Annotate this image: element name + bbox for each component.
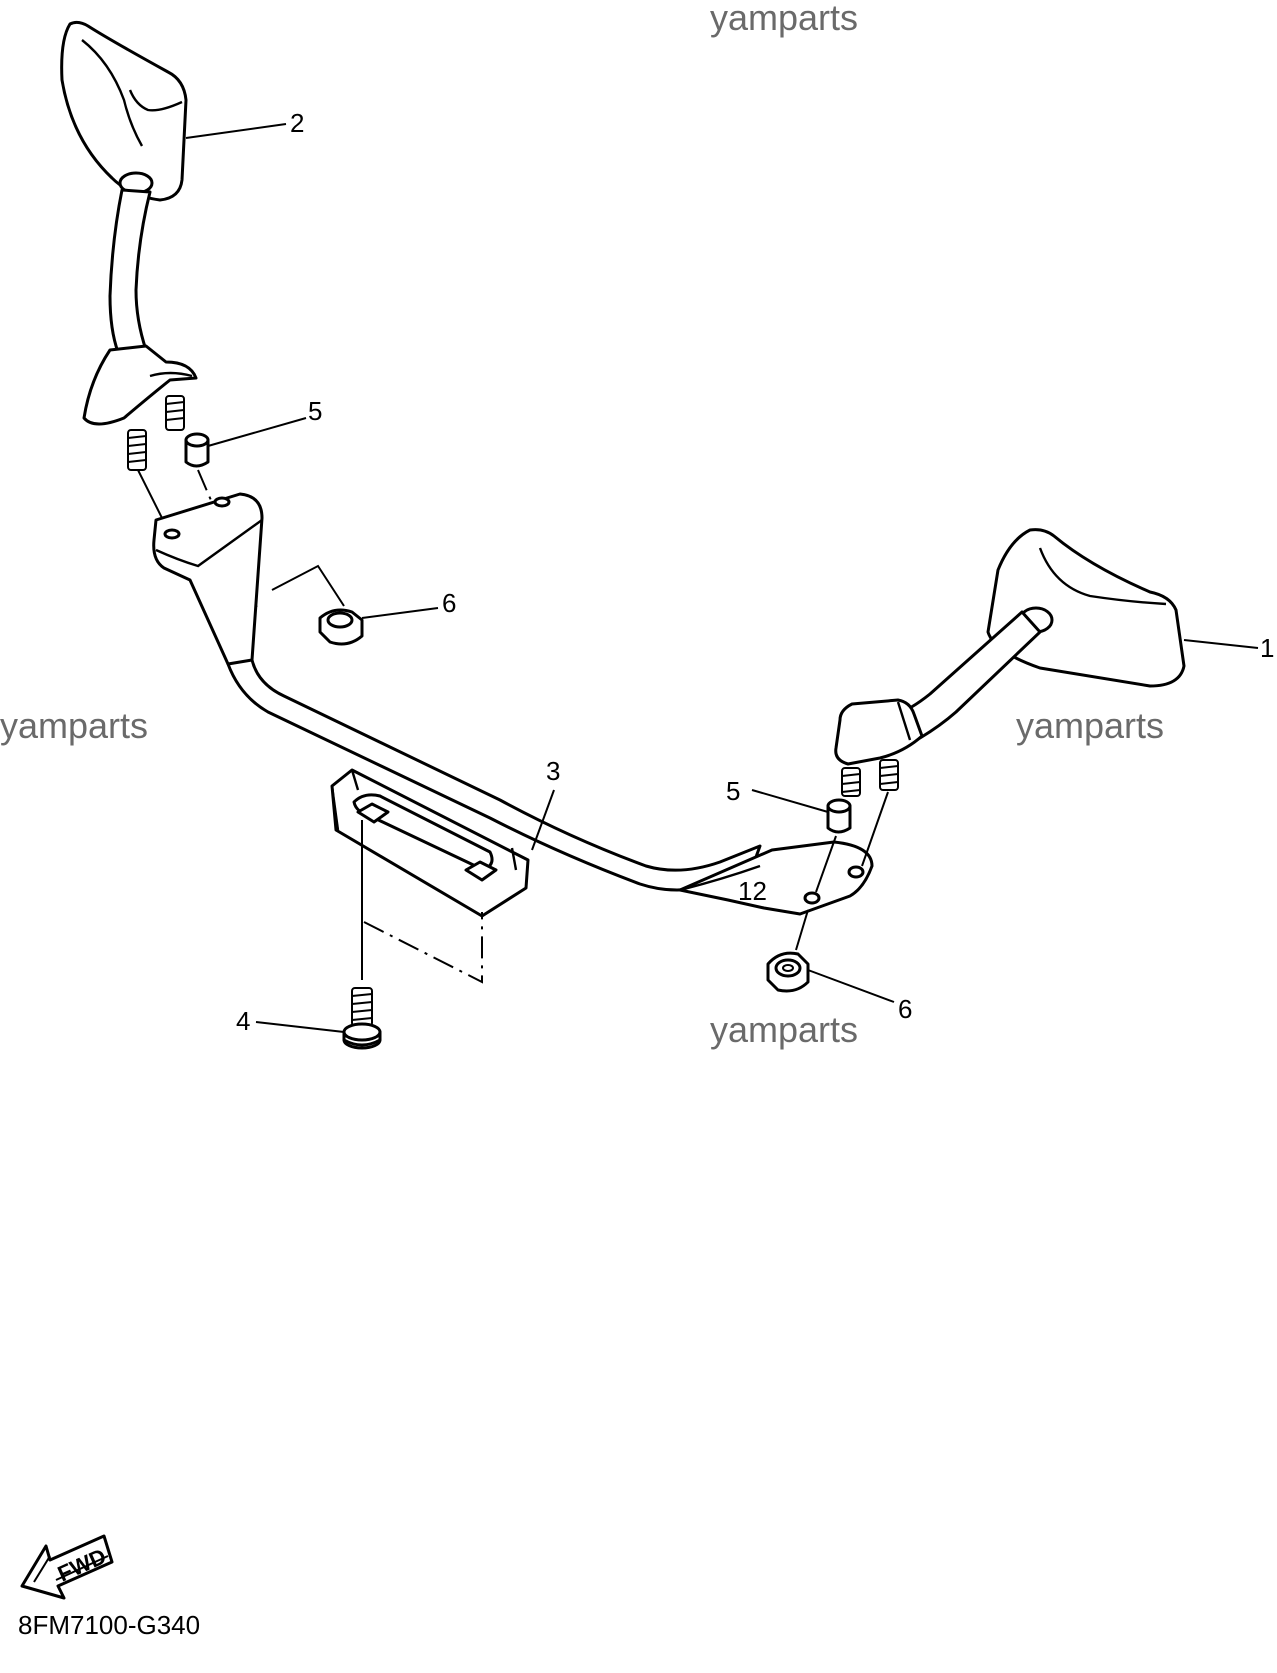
callout-leader-1 bbox=[1183, 639, 1259, 649]
watermark-top: yamparts bbox=[710, 0, 859, 38]
callout-leader-6-right bbox=[807, 969, 895, 1003]
callout-5-right: 5 bbox=[726, 776, 740, 806]
right-nut bbox=[766, 951, 810, 993]
callout-4: 4 bbox=[236, 1006, 250, 1036]
right-spacer bbox=[826, 798, 852, 834]
left-mirror-stud-front bbox=[127, 429, 147, 471]
left-mirror-stud-rear bbox=[165, 395, 185, 431]
callout-leader-6-left-bracket bbox=[271, 564, 345, 607]
callout-12: 12 bbox=[738, 876, 767, 906]
diagram-code: 8FM7100-G340 bbox=[18, 1610, 201, 1640]
watermark-left: yamparts bbox=[0, 705, 149, 746]
left-spacer bbox=[184, 432, 210, 468]
right-mirror bbox=[834, 528, 1186, 797]
callout-leader-5-left bbox=[207, 417, 307, 447]
callout-leader-5-right bbox=[751, 789, 829, 813]
center-bolt-guide-dashed bbox=[363, 912, 483, 984]
callout-leader-3 bbox=[531, 789, 555, 851]
left-nut bbox=[318, 608, 364, 646]
center-bolt bbox=[342, 987, 382, 1050]
watermark-right: yamparts bbox=[1016, 705, 1165, 746]
callout-2: 2 bbox=[290, 108, 304, 138]
callout-5-left: 5 bbox=[308, 396, 322, 426]
left-mirror bbox=[60, 20, 198, 471]
right-stud-guide-front bbox=[815, 835, 837, 893]
callout-6-right: 6 bbox=[898, 994, 912, 1024]
callout-leader-2 bbox=[185, 123, 287, 139]
right-mirror-stud-rear bbox=[879, 759, 899, 791]
callout-1: 1 bbox=[1260, 633, 1274, 663]
right-mirror-stud-front bbox=[841, 767, 861, 797]
callout-leader-4 bbox=[255, 1021, 345, 1033]
fwd-arrow-icon: FWD bbox=[20, 1534, 114, 1600]
right-nut-guide bbox=[795, 909, 809, 951]
callout-3: 3 bbox=[546, 756, 560, 786]
right-stud-guide-rear bbox=[861, 791, 889, 867]
mirror-stay bbox=[152, 492, 874, 918]
callout-6-left: 6 bbox=[442, 588, 456, 618]
watermark-bottom: yamparts bbox=[710, 1009, 859, 1050]
callout-leader-6-left bbox=[361, 607, 439, 619]
